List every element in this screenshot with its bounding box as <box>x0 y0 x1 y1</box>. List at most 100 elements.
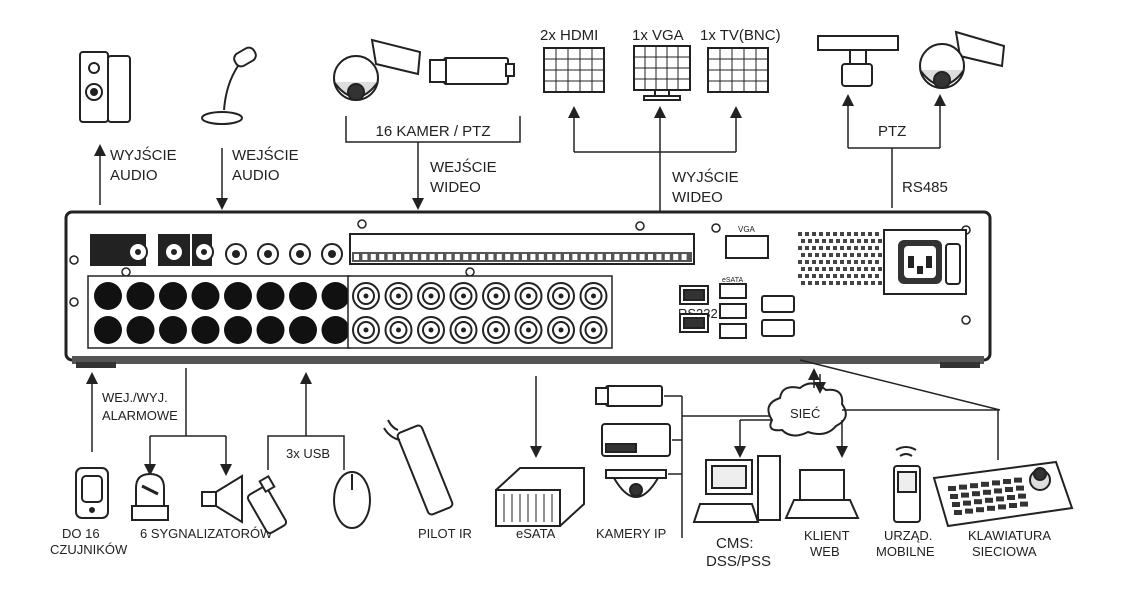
grille-hole <box>822 281 826 285</box>
grille-hole <box>861 246 865 250</box>
terminal-pin <box>664 254 670 260</box>
terminal-pin <box>370 254 376 260</box>
terminal-pin <box>572 254 578 260</box>
keyboard-key <box>1016 485 1024 491</box>
terminal-pin <box>606 254 611 260</box>
bnc-pin <box>363 327 369 333</box>
covered-port <box>289 282 317 310</box>
monitor-icon-hdmi <box>543 47 605 93</box>
grille-hole <box>840 246 844 250</box>
covered-port <box>256 282 285 310</box>
nvr-rear-panel: RS232 VGA eSATA <box>64 210 992 368</box>
ip-bullet-camera-icon <box>601 423 671 457</box>
grille-hole <box>843 253 847 257</box>
grille-hole <box>819 232 823 236</box>
grille-hole <box>857 239 861 243</box>
keyboard-key <box>976 507 984 513</box>
grille-hole <box>812 274 816 278</box>
grille-hole <box>871 239 875 243</box>
keyboard-key <box>1018 493 1026 499</box>
grille-hole <box>878 253 882 257</box>
label-web-client-1: KLIENT <box>804 528 850 543</box>
terminal-pin <box>396 254 401 260</box>
bnc-pin <box>396 327 401 333</box>
grille-hole <box>836 267 840 271</box>
esata-enclosure-icon <box>495 467 585 527</box>
grille-hole <box>861 232 865 236</box>
bnc-pin <box>558 327 564 333</box>
grille-hole <box>815 281 819 285</box>
grille-hole <box>812 246 816 250</box>
terminal-pin <box>446 254 452 260</box>
ip-cameras-bracket <box>664 395 772 538</box>
terminal-pin <box>555 254 561 260</box>
bnc-pin <box>526 327 531 333</box>
grille-hole <box>847 274 851 278</box>
esata-port-label: eSATA <box>722 277 743 284</box>
label-mobile-2: MOBILNE <box>876 544 935 559</box>
terminal-pin <box>362 254 368 260</box>
grille-hole <box>833 246 837 250</box>
speaker-icon <box>79 51 131 123</box>
grille-hole <box>798 232 802 236</box>
grille-hole <box>864 239 868 243</box>
bnc-pin <box>493 327 499 333</box>
grille-hole <box>798 274 802 278</box>
ptz-camera-icon <box>333 38 422 101</box>
label-usb: 3x USB <box>286 446 330 461</box>
terminal-pin <box>597 254 603 260</box>
terminal-pin <box>530 254 536 260</box>
keyboard-key <box>996 496 1004 502</box>
keyboard-key <box>998 504 1006 510</box>
label-alarm-io-1: WEJ./WYJ. <box>102 390 168 405</box>
video-out-bracket <box>568 106 742 212</box>
grille-hole <box>819 274 823 278</box>
grille-hole <box>805 260 809 264</box>
terminal-pin <box>681 254 687 260</box>
label-audio-in-2: AUDIO <box>232 167 280 184</box>
terminal-pin <box>387 254 393 260</box>
terminal-pin <box>505 254 511 260</box>
label-sensors-2: CZUJNIKÓW <box>50 542 128 557</box>
bnc-pin <box>428 327 434 333</box>
label-cameras-ptz: 16 KAMER / PTZ <box>375 123 490 140</box>
grille-hole <box>843 239 847 243</box>
grille-hole <box>798 246 802 250</box>
label-audio-out-1: WYJŚCIE <box>110 146 177 164</box>
grille-hole <box>829 239 833 243</box>
terminal-pin <box>547 254 553 260</box>
bnc-pin <box>461 327 466 333</box>
ptz-dome-camera-icon <box>919 30 1006 89</box>
label-rs485: RS485 <box>902 179 948 196</box>
terminal-pin <box>404 254 410 260</box>
grille-hole <box>868 232 872 236</box>
grille-hole <box>875 260 879 264</box>
keyboard-key <box>1014 477 1022 483</box>
keyboard-key <box>985 497 993 503</box>
bnc-pin <box>396 293 401 299</box>
terminal-pin <box>379 254 385 260</box>
covered-port <box>321 316 350 344</box>
grille-hole <box>826 246 830 250</box>
grille-hole <box>878 281 882 285</box>
usb-stick-icon <box>246 474 288 535</box>
terminal-pin <box>471 254 477 260</box>
grille-hole <box>871 267 875 271</box>
terminal-pin <box>564 254 569 260</box>
terminal-pin <box>412 254 418 260</box>
covered-port <box>224 282 252 310</box>
grille-hole <box>850 281 854 285</box>
keyboard-key <box>994 488 1002 494</box>
label-esata: eSATA <box>516 526 556 541</box>
grille-hole <box>868 260 872 264</box>
alarm-bracket <box>144 435 232 476</box>
grille-hole <box>864 281 868 285</box>
covered-port <box>159 282 187 310</box>
terminal-pin <box>580 254 586 260</box>
grille-hole <box>819 260 823 264</box>
keyboard-key <box>948 486 956 491</box>
grille-hole <box>808 253 812 257</box>
grille-hole <box>857 267 861 271</box>
label-keyboard-1: KLAWIATURA <box>968 528 1051 543</box>
grille-hole <box>878 267 882 271</box>
